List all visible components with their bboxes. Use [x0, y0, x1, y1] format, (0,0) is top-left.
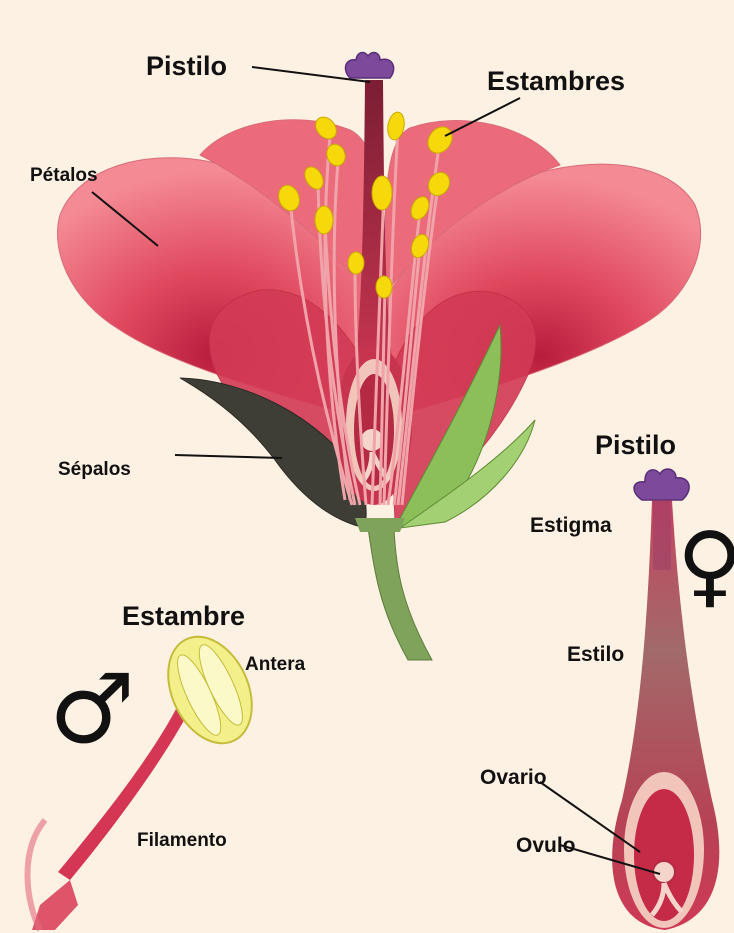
label-pistilo-side: Pistilo — [595, 430, 676, 460]
label-ovario: Ovario — [480, 766, 547, 789]
stem — [368, 528, 432, 660]
side-ovary-inner — [634, 789, 694, 921]
label-pistilo-top: Pistilo — [146, 51, 227, 81]
male-symbol-icon: ♂ — [49, 653, 135, 765]
label-estigma: Estigma — [530, 514, 612, 537]
label-sepalos: Sépalos — [58, 459, 131, 480]
label-estilo: Estilo — [567, 643, 624, 666]
label-petalos: Pétalos — [30, 165, 98, 186]
side-stigma-neck — [653, 500, 671, 570]
label-ovulo: Ovulo — [516, 834, 576, 857]
label-filamento: Filamento — [137, 830, 227, 851]
female-symbol-icon: ♀ — [677, 513, 734, 618]
main-flower — [58, 53, 701, 660]
receptacle — [355, 518, 405, 532]
label-estambre: Estambre — [122, 601, 245, 631]
label-estambres: Estambres — [487, 66, 625, 96]
stigma-main — [345, 53, 393, 78]
label-antera: Antera — [245, 654, 306, 675]
side-stigma — [634, 469, 689, 500]
